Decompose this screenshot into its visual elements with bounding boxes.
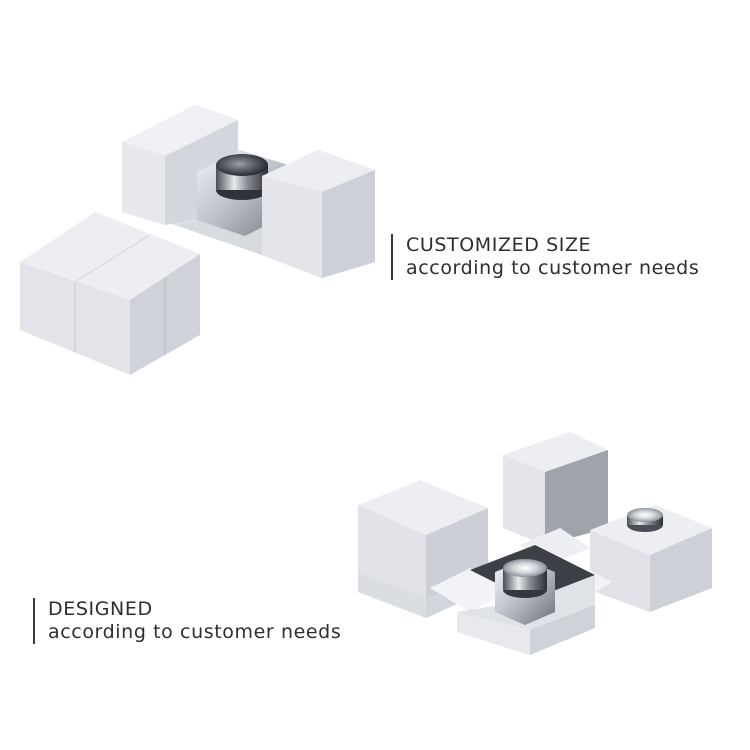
- caption-subtitle: according to customer needs: [48, 621, 342, 643]
- designed-caption: DESIGNED according to customer needs: [33, 598, 341, 644]
- customized-size-caption: CUSTOMIZED SIZE according to customer ne…: [391, 234, 699, 280]
- open-lid-back: [503, 432, 608, 545]
- unfolded-insert-box: [430, 528, 612, 655]
- small-cap-box: [590, 505, 712, 612]
- caption-title: CUSTOMIZED SIZE: [406, 234, 592, 256]
- open-sliding-box: [122, 105, 375, 278]
- closed-box: [20, 212, 200, 375]
- caption-subtitle: according to customer needs: [406, 257, 700, 279]
- caption-title: DESIGNED: [48, 598, 153, 620]
